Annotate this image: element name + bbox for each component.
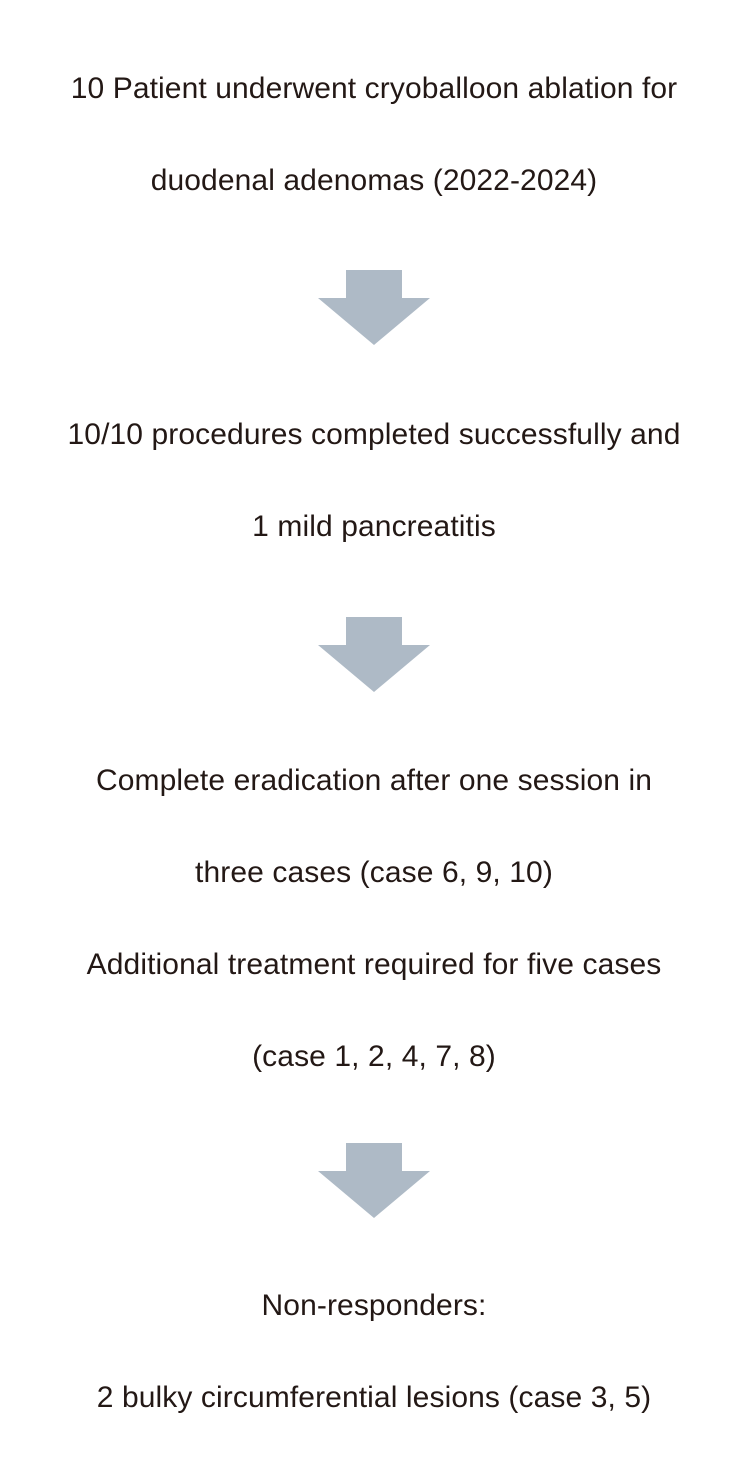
- flow-step-non-responders: Non-responders: 2 bulky circumferential …: [0, 1237, 748, 1467]
- down-arrow-icon: [318, 1143, 430, 1218]
- flowchart-diagram: 10 Patient underwent cryoballoon ablatio…: [0, 20, 748, 1414]
- flow-step-non-responders-line-1: Non-responders:: [261, 1289, 487, 1322]
- flow-step-response-line-3: Additional treatment required for five c…: [86, 948, 662, 981]
- down-arrow-icon: [318, 270, 430, 345]
- flow-step-procedure-outcome: 10/10 procedures completed successfully …: [0, 366, 748, 596]
- flow-step-response: Complete eradication after one session i…: [0, 712, 748, 1126]
- down-arrow-icon: [318, 617, 430, 692]
- flow-step-response-line-1: Complete eradication after one session i…: [95, 764, 653, 797]
- flow-step-cohort-line-2: duodenal adenomas (2022-2024): [150, 164, 598, 197]
- flow-step-response-line-2: three cases (case 6, 9, 10): [195, 856, 553, 889]
- flow-step-procedure-outcome-line-1: 10/10 procedures completed successfully …: [67, 418, 681, 451]
- flow-step-non-responders-line-2: 2 bulky circumferential lesions (case 3,…: [96, 1381, 652, 1414]
- flow-step-procedure-outcome-line-2: 1 mild pancreatitis: [252, 510, 496, 543]
- flow-step-response-line-4: (case 1, 2, 4, 7, 8): [252, 1040, 496, 1073]
- flow-step-cohort-line-1: 10 Patient underwent cryoballoon ablatio…: [70, 72, 678, 105]
- flow-step-cohort: 10 Patient underwent cryoballoon ablatio…: [0, 20, 748, 250]
